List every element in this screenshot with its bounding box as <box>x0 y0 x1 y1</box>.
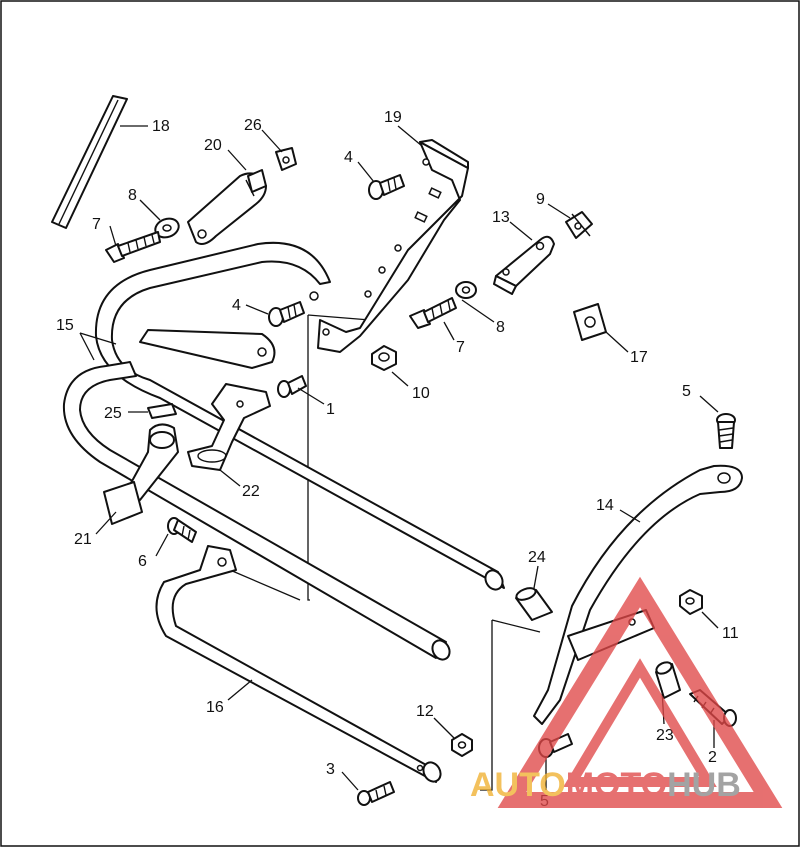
callout-18: 18 <box>152 118 170 135</box>
part-3-bolt <box>357 781 395 806</box>
callout-9: 9 <box>536 191 545 208</box>
part-15-frame-upper <box>94 241 505 591</box>
part-24-sleeve <box>515 587 553 621</box>
part-18-strip <box>51 95 128 229</box>
part-5-bolt-top <box>716 413 736 449</box>
callout-16: 16 <box>206 699 224 716</box>
callout-21: 21 <box>74 531 92 548</box>
part-26-clip-nut <box>275 147 297 171</box>
callout-8-left: 8 <box>128 187 137 204</box>
callout-15: 15 <box>56 317 74 334</box>
phantom-frame-lines <box>229 314 541 791</box>
part-22-clamp <box>187 383 271 471</box>
callout-19: 19 <box>384 109 402 126</box>
part-19-vertical-bracket <box>317 139 469 353</box>
part-20-bracket <box>187 169 267 245</box>
callout-20: 20 <box>204 137 222 154</box>
watermark-part-auto: AUTO <box>470 766 566 804</box>
part-15-frame-lower <box>62 361 451 661</box>
callout-4-top: 4 <box>344 149 353 166</box>
watermark-triangle-inner <box>563 658 717 787</box>
callout-2: 2 <box>708 749 717 766</box>
callout-3: 3 <box>326 761 335 778</box>
leader-lines <box>79 125 719 791</box>
part-11-nut <box>679 589 703 615</box>
part-12-nut <box>451 733 473 757</box>
callout-1: 1 <box>326 401 335 418</box>
callout-14: 14 <box>596 497 614 514</box>
part-23-spacer <box>655 661 681 699</box>
callout-11: 11 <box>722 625 739 642</box>
callout-labels: 18 20 26 19 4 8 7 9 13 4 8 7 17 15 10 1 … <box>56 109 739 810</box>
part-8-washer-right <box>455 281 477 299</box>
part-7-bolt-left <box>105 231 161 263</box>
callout-26: 26 <box>244 117 262 134</box>
part-25-pad <box>147 403 177 419</box>
part-7-bolt-right <box>409 297 457 329</box>
part-4-bolt-middle <box>268 301 305 327</box>
part-13-bracket <box>493 235 555 295</box>
callout-25: 25 <box>104 405 122 422</box>
callout-23: 23 <box>656 727 674 744</box>
callout-7-left: 7 <box>92 216 101 233</box>
callout-22: 22 <box>242 483 260 500</box>
callout-24: 24 <box>528 549 546 566</box>
callout-7-right: 7 <box>456 339 465 356</box>
callout-13: 13 <box>492 209 510 226</box>
watermark-wordmark: AUTOMOTOHUB <box>470 766 741 804</box>
callout-12: 12 <box>416 703 434 720</box>
automotohub-watermark: AUTOMOTOHUB <box>470 576 783 808</box>
part-16-lower-rail <box>155 545 442 783</box>
watermark-part-moto: MOTO <box>566 766 667 804</box>
part-21-peg-mount <box>103 423 179 525</box>
part-6-bolt <box>167 517 197 543</box>
callout-17: 17 <box>630 349 648 366</box>
part-10-nut <box>371 345 397 371</box>
callout-10: 10 <box>412 385 430 402</box>
callout-5-top: 5 <box>682 383 691 400</box>
callout-4-middle: 4 <box>232 297 241 314</box>
watermark-triangle-outer <box>497 576 783 808</box>
part-4-bolt-top <box>368 174 405 200</box>
part-9-clip <box>565 211 593 239</box>
part-17-plate-nut <box>573 303 607 341</box>
watermark-part-hub: HUB <box>667 766 741 804</box>
callout-8-right: 8 <box>496 319 505 336</box>
part-1-bolt <box>277 375 307 398</box>
callout-6: 6 <box>138 553 147 570</box>
